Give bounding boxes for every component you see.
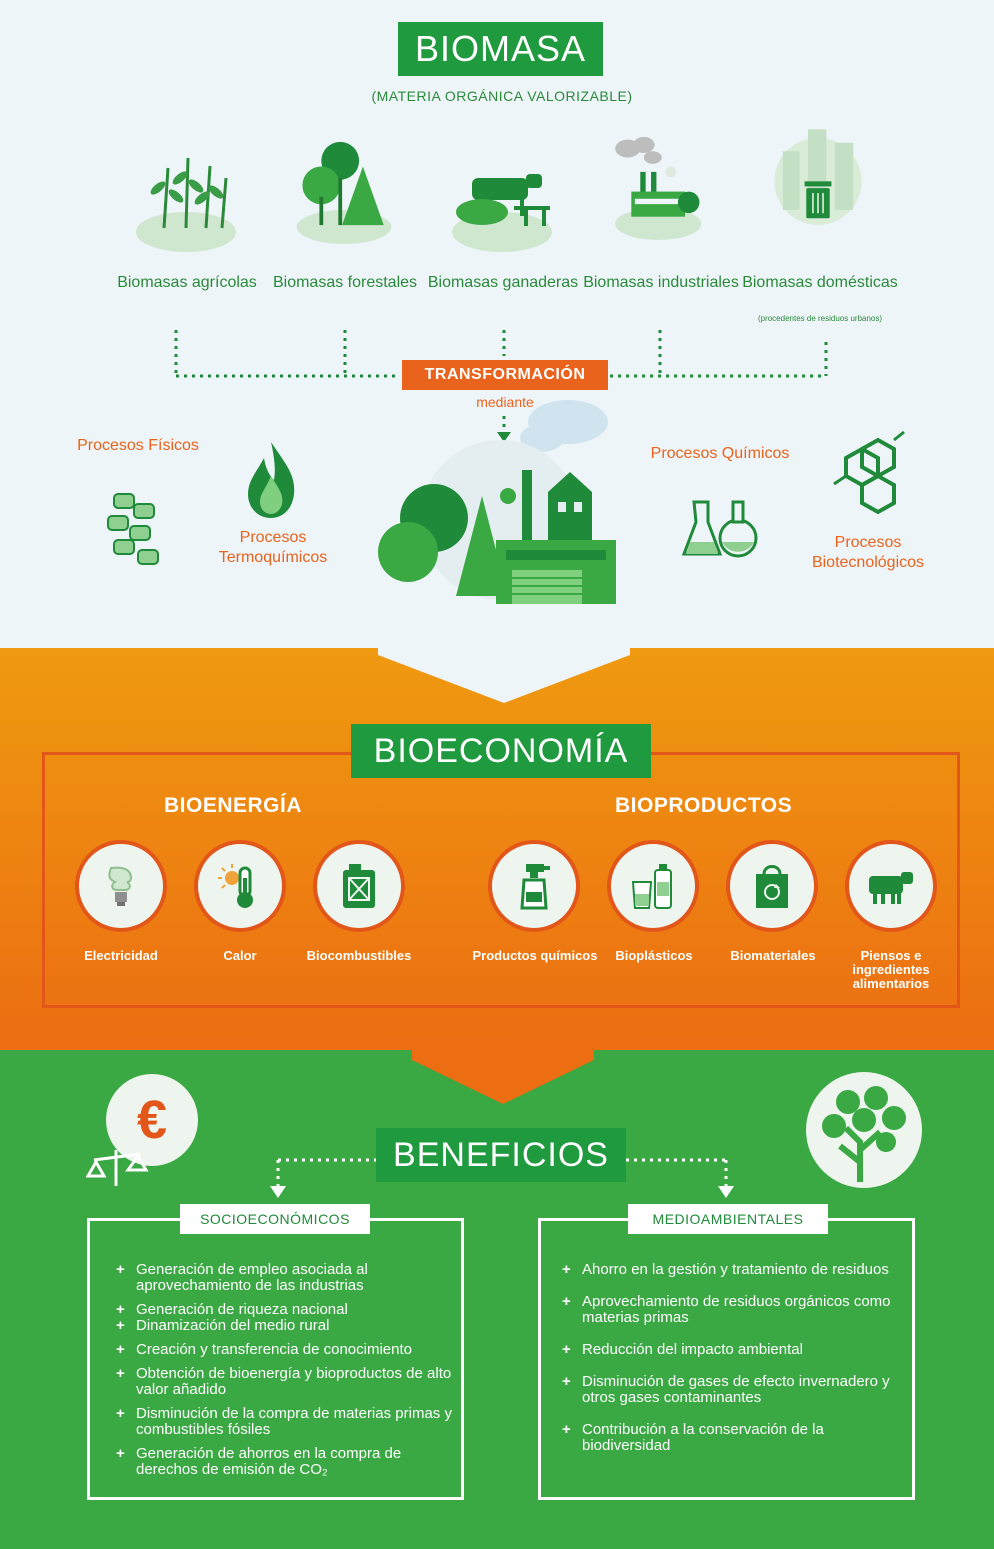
euro-symbol: € — [137, 1090, 167, 1150]
biomateriales-circle — [726, 840, 818, 932]
medioambientales-list: Ahorro en la gestión y tratamiento de re… — [562, 1262, 906, 1454]
plastic-containers-icon — [631, 864, 672, 909]
productos-quimicos-label: Productos químicos — [472, 948, 598, 963]
connector-lines — [174, 330, 828, 442]
label-biomasas-industriales: Biomasas industriales — [583, 274, 739, 291]
euro-scale-icon: € — [86, 1074, 198, 1186]
note-residuos-urbanos: (procedentes de residuos urbanos) — [757, 314, 883, 323]
electricidad-label: Electricidad — [84, 948, 158, 963]
label-biomasas-ganaderas: Biomasas ganaderas — [427, 274, 579, 291]
flasks-icon — [682, 500, 758, 558]
flame-icon — [248, 442, 295, 518]
bioeconomia-section — [0, 648, 994, 1050]
spray-bottle-icon — [520, 864, 550, 910]
list-item: Contribución a la conservación de la bio… — [562, 1422, 906, 1454]
livestock-icon — [452, 174, 552, 252]
label-biomasas-domesticas: Biomasas domésticas — [742, 274, 898, 291]
procesos-fisicos-label: Procesos Físicos — [77, 437, 199, 454]
list-item: Dinamización del medio rural — [116, 1318, 458, 1335]
biomasa-section: BIOMASA (MATERIA ORGÁNICA VALORIZABLE) — [0, 0, 994, 648]
bioproductos-title: BIOPRODUCTOS — [615, 794, 793, 817]
list-item: Reducción del impacto ambiental — [562, 1342, 906, 1359]
calor-label: Calor — [223, 948, 257, 963]
list-item: Ahorro en la gestión y tratamiento de re… — [562, 1262, 906, 1279]
wheat-icon — [136, 157, 236, 252]
beneficios-connectors — [270, 1158, 734, 1198]
factory-icon — [615, 136, 702, 240]
down-arrow-top — [378, 645, 630, 703]
mediante-label: mediante — [476, 394, 534, 410]
recycle-bag-icon — [756, 865, 788, 908]
list-item: Disminución de gases de efecto invernade… — [562, 1374, 906, 1406]
label-biomasas-forestales: Biomasas forestales — [272, 274, 418, 291]
beneficios-title: BENEFICIOS — [376, 1128, 626, 1182]
bioplasticos-circle — [607, 840, 699, 932]
transformacion-label: TRANSFORMACIÓN — [402, 360, 608, 390]
socioeconomicos-tag: SOCIOECONÓMICOS — [180, 1204, 370, 1234]
medioambientales-tag: MEDIOAMBIENTALES — [628, 1204, 828, 1234]
list-item: Aprovechamiento de residuos orgánicos co… — [562, 1294, 906, 1326]
hexagon-molecule-icon — [833, 430, 905, 515]
procesos-quimicos-label: Procesos Químicos — [650, 445, 790, 462]
biocombustibles-label: Biocombustibles — [306, 948, 412, 963]
tree-icon — [806, 1072, 922, 1188]
list-item: Creación y transferencia de conocimiento — [116, 1342, 458, 1359]
list-item: Disminución de la compra de materias pri… — [116, 1406, 458, 1438]
bioplasticos-label: Bioplásticos — [615, 948, 693, 963]
calor-circle — [194, 840, 286, 932]
forest-icon — [296, 141, 392, 244]
piensos-circle — [845, 840, 937, 932]
bioenergia-title: BIOENERGÍA — [164, 794, 303, 817]
biomateriales-label: Biomateriales — [730, 948, 816, 963]
bioeconomia-title: BIOECONOMÍA — [351, 724, 651, 778]
productos-quimicos-circle — [488, 840, 580, 932]
biomasa-subtitle: (MATERIA ORGÁNICA VALORIZABLE) — [371, 88, 633, 104]
list-item: Generación de empleo asociada al aprovec… — [116, 1262, 458, 1294]
procesos-biotecnologicos-label: Procesos Biotecnológicos — [811, 534, 925, 571]
fuel-canister-icon — [343, 864, 375, 908]
procesos-termoquimicos-label: Procesos Termoquímicos — [218, 529, 328, 566]
piensos-label: Piensos e ingredientes alimentarios — [852, 948, 930, 991]
pellets-icon — [107, 493, 159, 565]
biocombustibles-circle — [313, 840, 405, 932]
trash-bin-icon — [774, 129, 862, 225]
biomasa-title: BIOMASA — [398, 22, 603, 76]
thermometer-icon — [218, 864, 253, 908]
list-item: Generación de riqueza nacional — [116, 1302, 458, 1319]
label-biomasas-agricolas: Biomasas agrícolas — [117, 274, 257, 291]
down-arrow-bottom — [412, 1048, 594, 1104]
biorefinery-illustration — [378, 400, 616, 604]
cow-icon — [869, 872, 913, 904]
list-item: Generación de ahorros en la compra de de… — [116, 1446, 458, 1478]
socioeconomicos-list: Generación de empleo asociada al aprovec… — [116, 1262, 458, 1478]
list-item: Obtención de bioenergía y bioproductos d… — [116, 1366, 458, 1398]
electricidad-circle — [75, 840, 167, 932]
lightbulb-icon — [108, 866, 133, 906]
